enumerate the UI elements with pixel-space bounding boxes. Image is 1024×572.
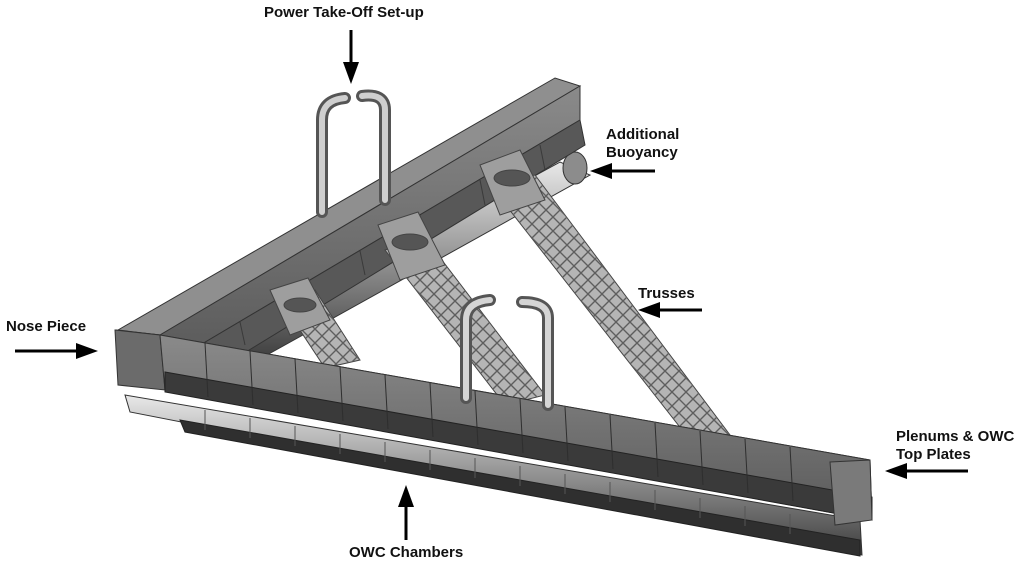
label-power-take-off: Power Take-Off Set-up [264, 4, 424, 21]
truss-connectors [269, 149, 546, 336]
arrow-trusses [638, 302, 702, 318]
rear-arm-beam [116, 77, 586, 381]
label-nose-piece: Nose Piece [6, 318, 87, 335]
label-additional-buoyancy: Additional Buoyancy [606, 126, 679, 162]
label-additional-buoyancy-line2: Buoyancy [606, 144, 678, 161]
label-plenums-top-plates: Plenums & OWC Top Plates [896, 428, 1014, 464]
arrow-pto [343, 30, 359, 84]
label-owc-chambers: OWC Chambers [349, 544, 464, 561]
label-plenums-line1: Plenums & OWC [896, 428, 1015, 445]
owc-chambers-cylinder [124, 394, 863, 557]
pto-pipes-top [316, 89, 391, 218]
label-plenums-line2: Top Plates [896, 446, 971, 463]
arrow-plenums [885, 463, 968, 479]
arrows [15, 30, 968, 540]
arrow-buoyancy [590, 163, 655, 179]
arrow-owc [398, 485, 414, 540]
front-arm-beam [114, 329, 873, 526]
label-additional-buoyancy-line1: Additional [606, 126, 680, 143]
label-trusses: Trusses [638, 285, 695, 302]
arrow-nose [15, 343, 98, 359]
pto-pipes-front [460, 294, 554, 411]
